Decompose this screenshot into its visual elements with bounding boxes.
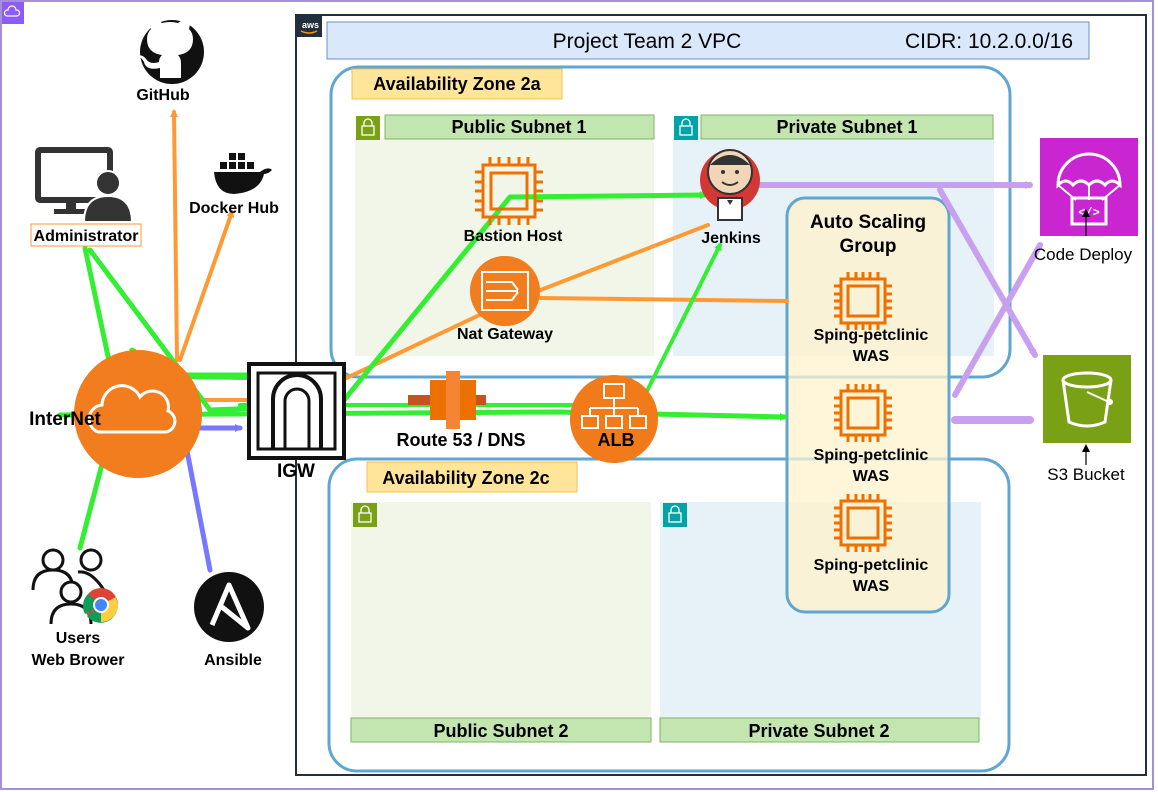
- bastion-host-label: Bastion Host: [464, 228, 563, 245]
- jenkins-icon: [700, 149, 760, 221]
- arrow-internet-github: [170, 109, 179, 362]
- private-subnet-2-label: Private Subnet 2: [748, 721, 889, 741]
- private-subnet-1-label: Private Subnet 1: [776, 117, 917, 137]
- users-label-line1: Users: [56, 630, 101, 647]
- az-2a-label-box: [351, 68, 563, 100]
- users-label-line2: Web Brower: [31, 652, 124, 669]
- asg-label-line1: Auto Scaling: [810, 212, 926, 233]
- was-1-label-line1: Sping-petclinic: [814, 327, 929, 344]
- private-subnet-lock-icon: [674, 116, 698, 140]
- public-subnet-lock-icon: [356, 116, 380, 140]
- codedeploy-label: Code Deploy: [1034, 245, 1133, 264]
- administrator-icon: [35, 147, 134, 223]
- auto-scaling-group: [785, 196, 951, 614]
- administrator-label-box: [30, 223, 142, 247]
- ansible-label: Ansible: [204, 652, 262, 669]
- github-icon: [138, 19, 204, 84]
- was-3-label-line1: Sping-petclinic: [814, 557, 929, 574]
- aws-logo-icon: aws: [296, 15, 322, 37]
- users-icon: [31, 548, 106, 625]
- docker-whale-icon: [214, 153, 272, 194]
- was-2-label-line1: Sping-petclinic: [814, 447, 929, 464]
- vpc-cidr: CIDR: 10.2.0.0/16: [905, 30, 1073, 53]
- was-3-ec2-icon: [834, 494, 892, 552]
- dockerhub-label: Docker Hub: [189, 200, 279, 217]
- public-subnet-2-lock-icon: [353, 503, 377, 527]
- alb-icon: [570, 375, 658, 463]
- github-label: GitHub: [136, 87, 190, 104]
- s3-bucket-icon: [1043, 355, 1131, 443]
- az-2c-label-box: [366, 461, 578, 493]
- was-2-label-line2: WAS: [853, 468, 890, 485]
- availability-zone-2a: [329, 65, 1012, 379]
- administrator-label: Administrator: [34, 228, 139, 245]
- vpc-title-bar: [326, 21, 1090, 60]
- codedeploy-icon: </>: [1040, 138, 1138, 236]
- asg-label-line2: Group: [840, 236, 897, 257]
- ansible-icon: [194, 572, 264, 642]
- igw-label: IGW: [277, 461, 315, 482]
- was-3-label-line2: WAS: [853, 578, 890, 595]
- public-subnet-1-header: [384, 114, 655, 140]
- cloud-group-icon: [2, 2, 24, 24]
- public-subnet-1-label: Public Subnet 1: [451, 117, 586, 137]
- az-2c-label: Availability Zone 2c: [382, 468, 549, 488]
- public-subnet-2-label: Public Subnet 2: [433, 721, 568, 741]
- internet-label: InterNet: [29, 409, 101, 430]
- arrow-was-nat: [538, 296, 789, 303]
- bastion-host-ec2-icon: [475, 157, 543, 225]
- jenkins-label: Jenkins: [701, 230, 761, 247]
- az-2a-label: Availability Zone 2a: [373, 74, 541, 94]
- internet-gateway-icon: [247, 362, 346, 460]
- svg-text:aws: aws: [302, 20, 319, 30]
- nat-gateway-icon: [470, 256, 540, 326]
- public-subnet-2-footer: [350, 717, 652, 743]
- arrow-was-codedeploy: [952, 242, 1043, 398]
- private-subnet-2-lock-icon: [663, 503, 687, 527]
- was-1-label-line2: WAS: [853, 348, 890, 365]
- public-subnet-2: [351, 502, 651, 720]
- nat-gateway-label: Nat Gateway: [457, 326, 553, 343]
- arrow-internet-dockerhub: [178, 209, 235, 362]
- route53-label: Route 53 / DNS: [396, 430, 525, 450]
- private-subnet-1-header: [700, 114, 994, 140]
- alb-label: ALB: [598, 430, 635, 450]
- arrow-jenkins-s3: [937, 187, 1038, 358]
- s3-label: S3 Bucket: [1047, 465, 1125, 484]
- private-subnet-2-footer: [659, 717, 980, 743]
- was-1-ec2-icon: [834, 272, 892, 330]
- chrome-icon: [83, 588, 118, 623]
- svg-text:</>: </>: [1078, 206, 1100, 220]
- internet-cloud-icon: [74, 350, 202, 478]
- vpc-title: Project Team 2 VPC: [553, 30, 742, 53]
- route53-icon: [408, 371, 486, 429]
- availability-zone-2c: [327, 457, 1011, 773]
- arrow-internet-alb-was: [57, 409, 788, 421]
- was-2-ec2-icon: [834, 384, 892, 442]
